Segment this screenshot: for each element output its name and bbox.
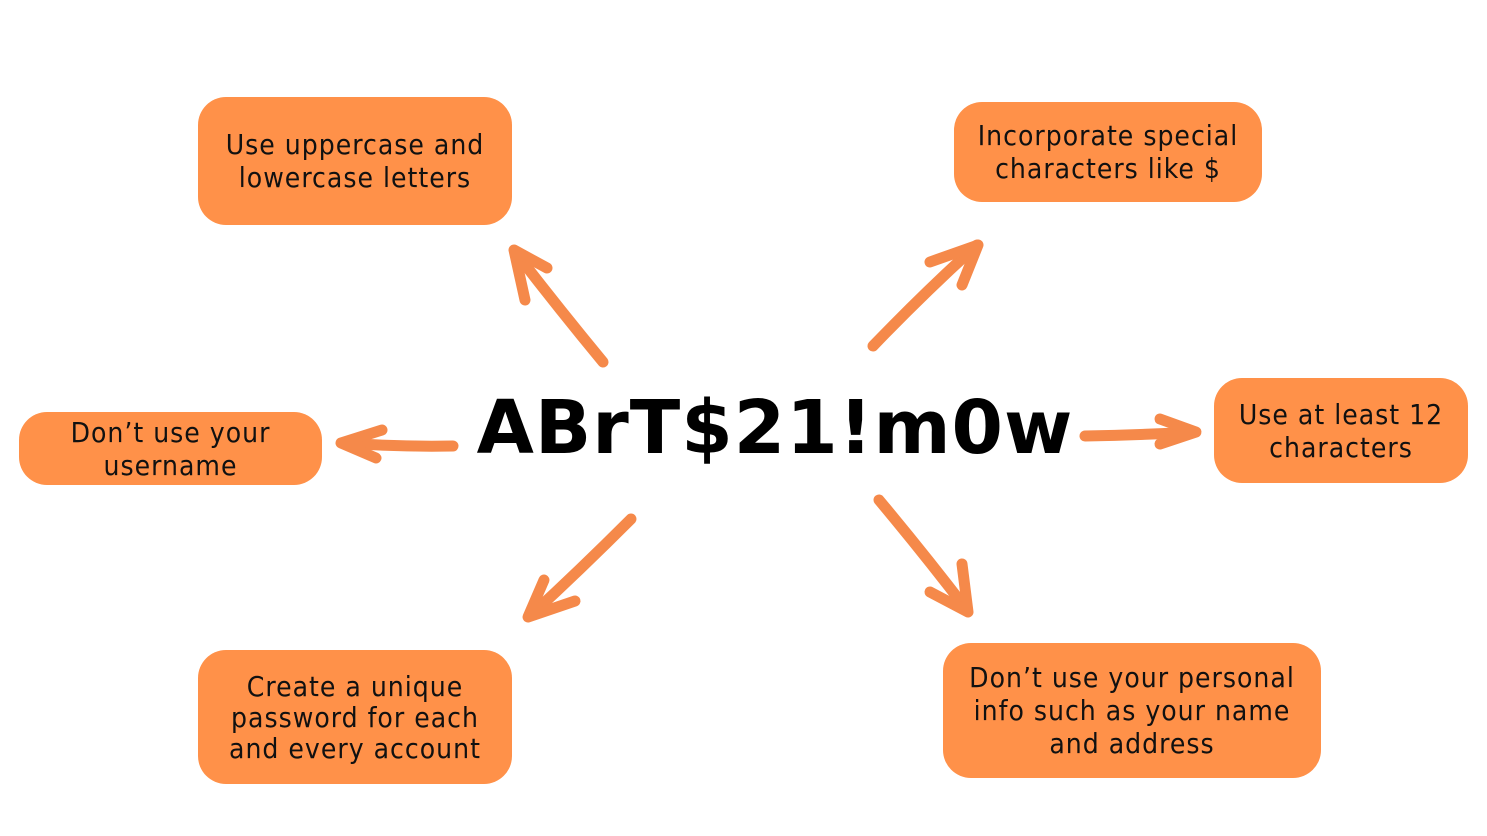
arrow-to-unique-shaft: [524, 513, 637, 622]
tip-box-personal-info: Don’t use your personal info such as you…: [943, 643, 1321, 778]
arrow-to-personal: [873, 494, 974, 618]
arrow-to-length: [1079, 413, 1202, 450]
arrow-to-personal-head: [924, 558, 974, 618]
tip-box-special-characters: Incorporate special characters like $: [954, 102, 1262, 202]
tip-length-text: Use at least 12 characters: [1238, 397, 1444, 464]
arrow-to-unique: [522, 513, 637, 623]
tip-special-text: Incorporate special characters like $: [977, 119, 1239, 185]
tip-username-text: Don’t use your username: [70, 415, 271, 482]
tip-box-case: Use uppercase and lowercase letters: [198, 97, 512, 225]
arrow-to-case-shaft: [510, 247, 609, 368]
arrow-to-username-head: [335, 424, 388, 464]
tip-personal-text: Don’t use your personal info such as you…: [969, 661, 1295, 760]
arrow-to-personal-shaft: [873, 494, 973, 616]
example-password: ABrT$21!m0w: [476, 385, 1074, 471]
arrow-to-length-head: [1154, 413, 1202, 450]
arrow-to-special-shaft: [867, 239, 983, 352]
arrow-to-special: [867, 239, 984, 352]
arrow-to-username: [335, 424, 459, 464]
arrow-to-special-head: [924, 239, 984, 291]
arrow-to-case: [508, 244, 609, 368]
tip-unique-text: Create a unique password for each and ev…: [229, 669, 481, 765]
arrow-to-unique-head: [522, 574, 581, 623]
tip-case-text: Use uppercase and lowercase letters: [225, 128, 485, 194]
tip-box-unique-password: Create a unique password for each and ev…: [198, 650, 512, 784]
tip-box-username: Don’t use your username: [19, 412, 322, 485]
arrow-to-case-head: [508, 244, 553, 306]
tip-box-length: Use at least 12 characters: [1214, 378, 1468, 483]
